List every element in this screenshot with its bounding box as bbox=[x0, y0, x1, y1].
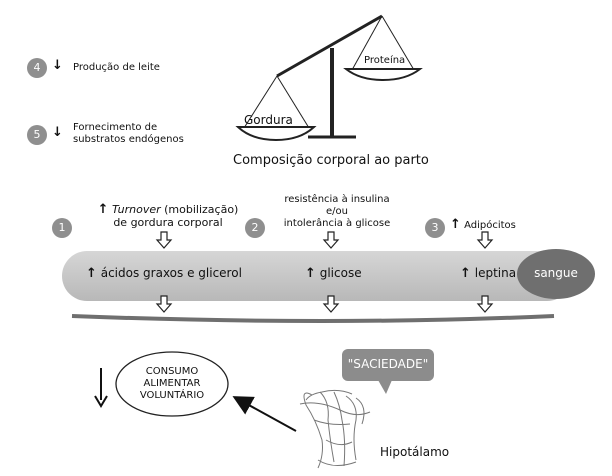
resistencia-line2: e/ou bbox=[326, 206, 348, 217]
badge-2: 2 bbox=[245, 218, 265, 238]
band-item-leptina: ↑ leptina bbox=[460, 266, 516, 281]
turnover-italic: Turnover bbox=[112, 203, 161, 216]
resistencia-line3: intolerância à glicose bbox=[283, 218, 391, 229]
hollow-arrows-bottom bbox=[155, 295, 494, 313]
up-arrow-icon: ↑ bbox=[97, 202, 109, 217]
fornecimento-line1: Fornecimento de bbox=[73, 122, 158, 133]
turnover-line2: de gordura corporal bbox=[113, 216, 223, 229]
band-bottom-line bbox=[71, 314, 555, 323]
up-arrow-icon: ↑ bbox=[86, 266, 97, 281]
gordura-label: Gordura bbox=[244, 113, 293, 127]
producao-leite-label: Produção de leite bbox=[73, 62, 160, 73]
saciedade-label: "SACIEDADE" bbox=[347, 357, 429, 371]
badge-3: 3 bbox=[425, 218, 445, 238]
scale-beam bbox=[276, 14, 383, 78]
blood-band-body bbox=[62, 251, 572, 301]
badge-1: 1 bbox=[52, 218, 72, 238]
hollow-arrow-down-icon bbox=[322, 295, 340, 313]
glicose-text: glicose bbox=[319, 266, 362, 280]
hypothalamus-illustration bbox=[299, 389, 371, 469]
down-arrow-icon: ↓ bbox=[52, 58, 63, 73]
badge-4: 4 bbox=[27, 58, 47, 78]
consumo-line1: CONSUMO bbox=[145, 366, 199, 377]
up-arrow-icon: ↑ bbox=[305, 266, 316, 281]
leptina-text: leptina bbox=[474, 266, 517, 280]
fornecimento-line2: substratos endógenos bbox=[73, 134, 184, 145]
hollow-arrow-down-icon bbox=[322, 231, 340, 249]
fornecimento-label: Fornecimento de substratos endógenos bbox=[73, 122, 184, 146]
blood-band bbox=[62, 249, 595, 323]
hollow-arrow-down-icon bbox=[476, 295, 494, 313]
badge-5: 5 bbox=[27, 125, 47, 145]
hipotalamo-to-consumo-arrow bbox=[232, 396, 297, 432]
hollow-arrow-down-icon bbox=[476, 231, 494, 249]
consumo-ellipse bbox=[115, 351, 229, 417]
down-arrow-icon: ↓ bbox=[52, 125, 63, 140]
right-pan bbox=[343, 15, 423, 82]
adipocitos-text: Adipócitos bbox=[464, 220, 516, 231]
consumo-line2: ALIMENTAR bbox=[143, 378, 201, 389]
saciedade-bubble bbox=[342, 349, 434, 394]
adipocitos-label: ↑ Adipócitos bbox=[450, 217, 516, 232]
turnover-text: ↑ Turnover (mobilização) de gordura corp… bbox=[88, 203, 248, 229]
balance-scale bbox=[235, 14, 423, 142]
left-pan bbox=[235, 75, 317, 142]
sangue-ellipse bbox=[517, 249, 595, 299]
acidos-text: ácidos graxos e glicerol bbox=[100, 266, 242, 280]
hollow-arrow-down-icon bbox=[155, 231, 173, 249]
consumo-line3: VOLUNTÁRIO bbox=[139, 390, 205, 401]
consumo-down-arrow-icon bbox=[94, 368, 108, 408]
consumo-text: CONSUMO ALIMENTAR VOLUNTÁRIO bbox=[120, 366, 224, 402]
sangue-label: sangue bbox=[534, 266, 578, 280]
band-item-acidos: ↑ ácidos graxos e glicerol bbox=[86, 266, 242, 281]
hollow-arrows-top bbox=[155, 231, 494, 249]
hipotalamo-label: Hipotálamo bbox=[380, 445, 450, 459]
resistencia-text: resistência à insulina e/ou intolerância… bbox=[267, 194, 407, 230]
resistencia-line1: resistência à insulina bbox=[284, 194, 390, 205]
turnover-rest: (mobilização) bbox=[160, 203, 239, 216]
up-arrow-icon: ↑ bbox=[460, 266, 471, 281]
band-item-glicose: ↑ glicose bbox=[305, 266, 362, 281]
proteina-label: Proteína bbox=[364, 55, 406, 66]
hollow-arrow-down-icon bbox=[155, 295, 173, 313]
composicao-caption: Composição corporal ao parto bbox=[233, 153, 429, 168]
up-arrow-icon: ↑ bbox=[450, 217, 461, 232]
